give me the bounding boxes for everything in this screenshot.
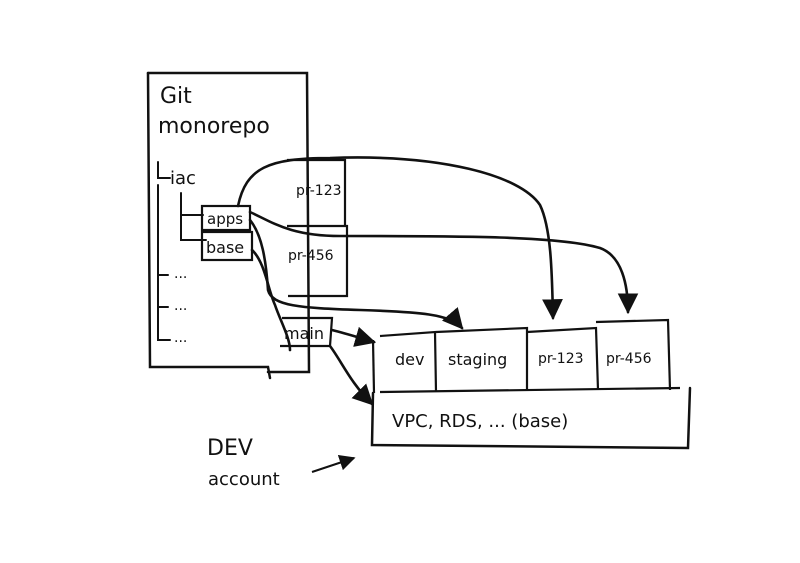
env-pr-123: pr-123 [538, 351, 584, 367]
base-layer-box [370, 386, 692, 450]
tree-root-iac: iac [170, 168, 196, 189]
repo-title-line1: Git [160, 84, 192, 109]
env-dev: dev [395, 350, 424, 369]
env-staging: staging [448, 350, 507, 369]
branch-pr-456: pr-456 [288, 248, 334, 264]
account-line1: DEV [207, 436, 253, 461]
base-box [200, 230, 254, 262]
account-arrow [311, 454, 356, 473]
tree-ellipsis-1: ... [174, 266, 187, 282]
apps-box [200, 204, 252, 232]
environment-boxes [371, 318, 681, 394]
tree-ellipsis-2: ... [174, 298, 187, 314]
repo-title-line2: monorepo [158, 114, 270, 139]
branch-main: main [284, 324, 324, 343]
env-pr-456: pr-456 [606, 351, 652, 367]
apps-label: apps [207, 210, 243, 228]
branch-pr-123: pr-123 [296, 183, 342, 199]
base-label: base [206, 238, 244, 257]
account-line2: account [208, 469, 280, 490]
repo-tree-lines [157, 161, 207, 341]
connection-arrows [236, 156, 639, 406]
tree-ellipsis-3: ... [174, 330, 187, 346]
git-monorepo-box [146, 71, 311, 380]
base-layer-label: VPC, RDS, ... (base) [392, 411, 568, 432]
